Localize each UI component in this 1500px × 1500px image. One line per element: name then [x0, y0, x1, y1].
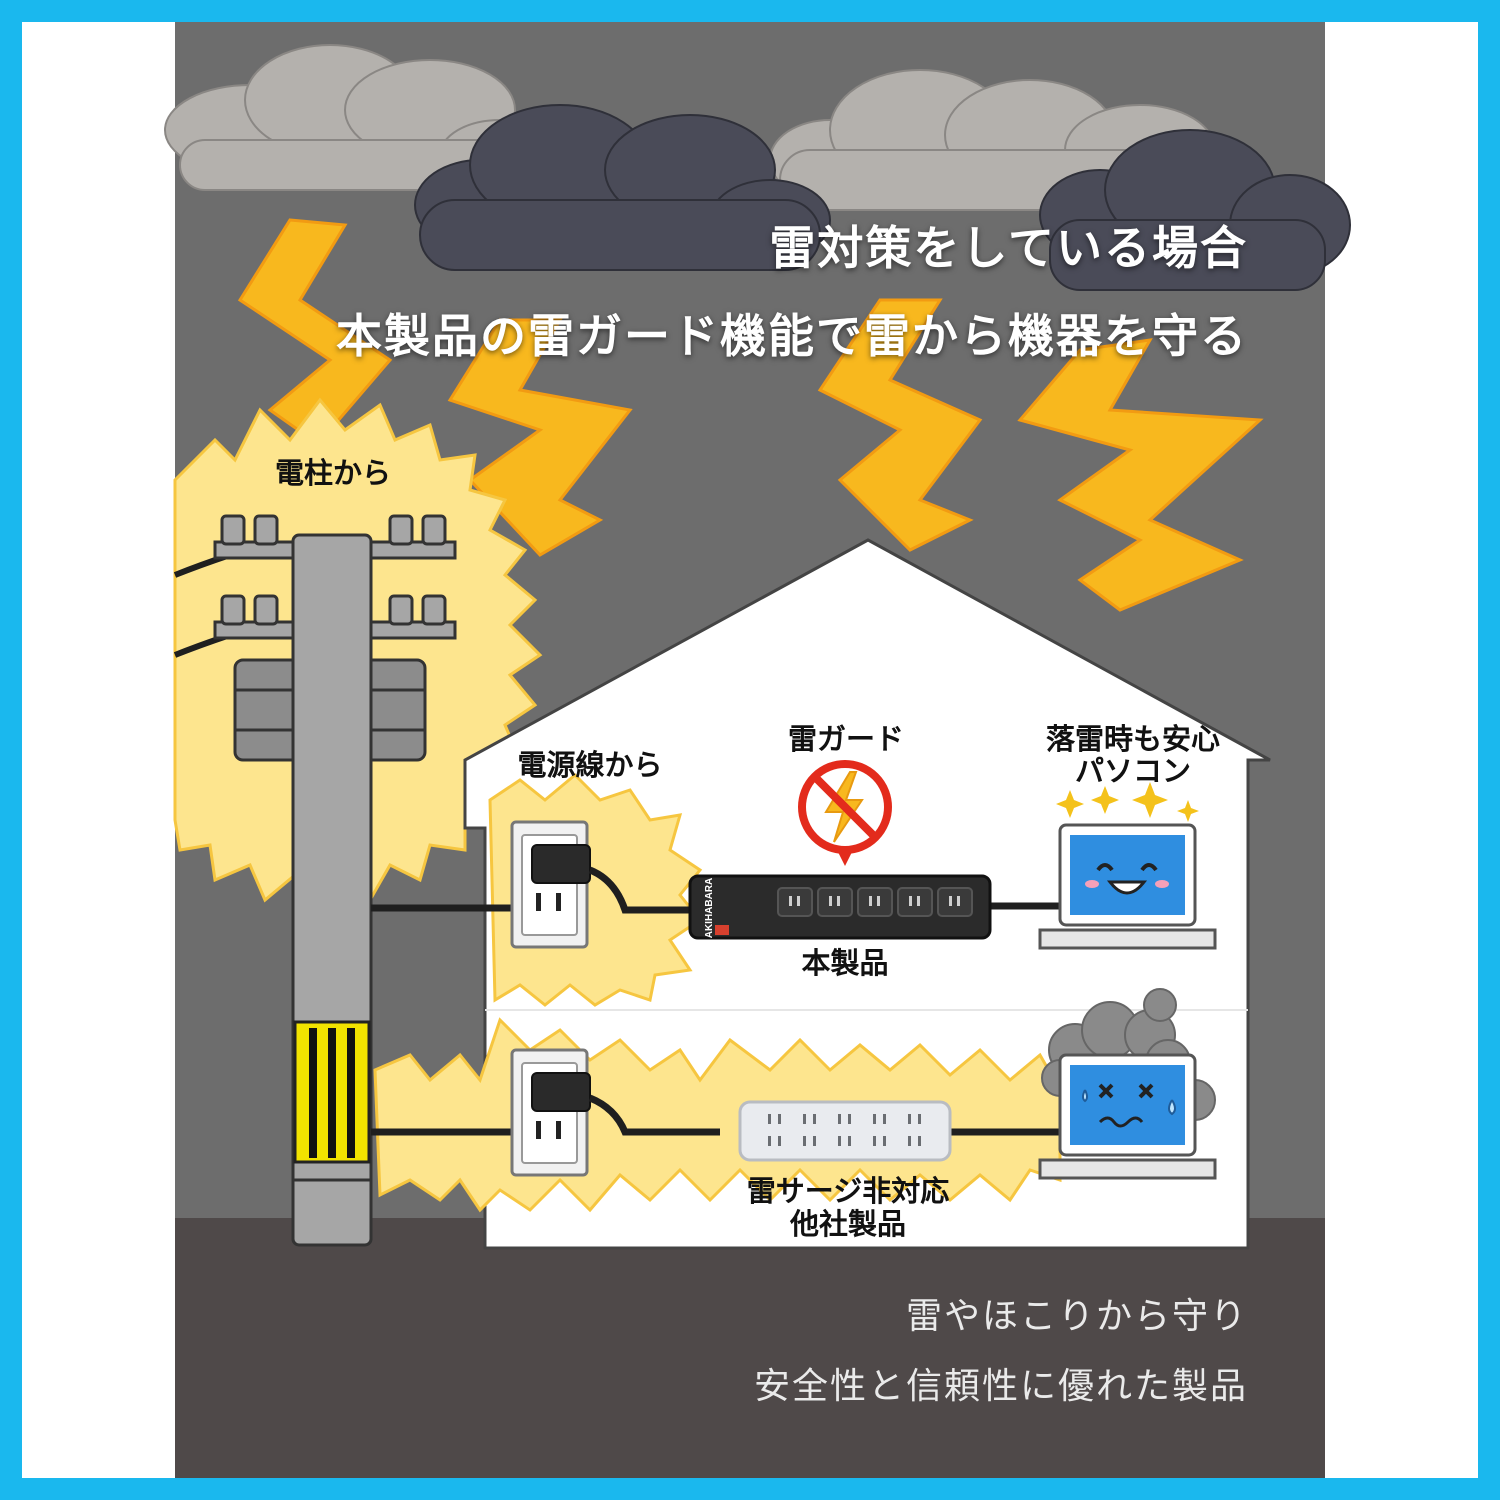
safe-pc-label-1: 落雷時も安心 [1045, 722, 1221, 756]
other-product-label-2: 他社製品 [789, 1207, 907, 1241]
plug-cords [588, 866, 1060, 1136]
cloud-icon [414, 104, 831, 271]
pole-label: 電柱から [274, 456, 392, 490]
wall-outlet-icon [510, 1048, 591, 1177]
product-label: 本製品 [801, 946, 889, 980]
other-product-label-1: 雷サージ非対応 [746, 1174, 950, 1208]
main-cables [371, 904, 515, 1136]
guard-label: 雷ガード [787, 722, 905, 756]
headline-line-2: 本製品の雷ガード機能で雷から機器を守る [336, 309, 1248, 363]
utility-pole-icon [213, 514, 457, 1247]
headline-line-1: 雷対策をしている場合 [769, 221, 1248, 275]
sparkle-icons [1056, 782, 1199, 822]
power-strip-brand: AKIHABARA [704, 878, 715, 939]
cloud-icon [164, 44, 561, 191]
happy-laptop-icon [1038, 823, 1217, 950]
no-lightning-icon [798, 760, 892, 866]
power-line-label: 電源線から [517, 748, 663, 782]
ground [175, 1218, 1325, 1478]
footer-line-1: 雷やほこりから守り [905, 1296, 1248, 1337]
footer-line-2: 安全性と信頼性に優れた製品 [753, 1366, 1248, 1407]
cloud-icon [1039, 129, 1351, 291]
safe-pc-label-2: パソコン [1074, 754, 1192, 788]
power-strip-icon [738, 1100, 952, 1162]
power-strip-icon [688, 874, 992, 940]
broken-laptop-icon [1038, 1053, 1217, 1180]
wall-outlet-icon [510, 820, 591, 949]
